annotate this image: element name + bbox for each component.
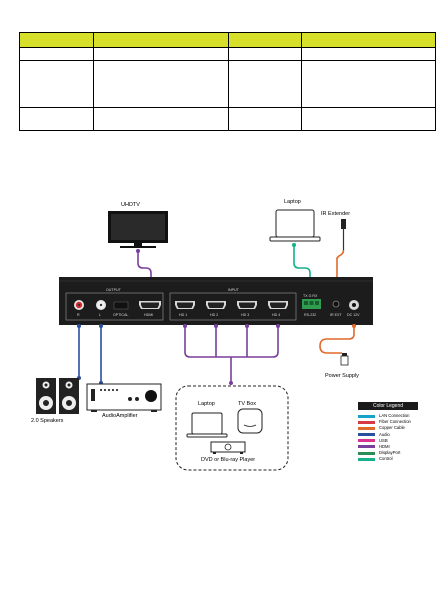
- port-l-label: L: [99, 313, 101, 317]
- legend-label: LAN Connection: [379, 413, 410, 418]
- legend-item: HDMI: [358, 444, 418, 450]
- spec-table: [19, 32, 436, 131]
- tv-box-label: TV Box: [238, 401, 257, 407]
- table-row: [19, 47, 436, 61]
- amplifier-label: AudioAmplifier: [102, 413, 138, 419]
- legend-item: LAN Connection: [358, 413, 418, 419]
- legend-item: Audio: [358, 432, 418, 438]
- legend-swatch: [358, 433, 375, 437]
- dc-label: DC 12V: [347, 313, 360, 317]
- legend-swatch: [358, 445, 375, 449]
- hdmi-input-cables: [184, 324, 279, 385]
- port-r-label: R: [77, 313, 80, 317]
- uhdtv-icon: [108, 211, 168, 248]
- ir-ext-label: IR EXT: [330, 313, 342, 317]
- legend-swatch: [358, 439, 375, 443]
- table-cell: [301, 107, 436, 131]
- dvd-label: DVD or Blu-ray Player: [201, 457, 256, 463]
- sources-group: [175, 385, 289, 471]
- ir-extender-label: IR Extender: [321, 211, 351, 217]
- legend-label: DisplayPort: [379, 450, 401, 456]
- table-cell: [301, 60, 436, 108]
- port-hdmi-out-label: HDMI: [144, 313, 154, 317]
- dvd-player-icon: [210, 441, 246, 454]
- legend-item: DisplayPort: [358, 450, 418, 456]
- legend-label: Control: [379, 456, 393, 462]
- tv-box-icon: [237, 408, 263, 434]
- power-supply-label: Power Supply: [325, 373, 359, 379]
- legend-label: Fiber Connection: [379, 419, 411, 425]
- laptop-label: Laptop: [284, 199, 301, 205]
- legend-swatch: [358, 451, 375, 455]
- table-cell: [19, 60, 94, 108]
- table-row: [19, 60, 436, 108]
- uhdtv-label: UHDTV: [121, 202, 140, 208]
- legend-item: Control: [358, 456, 418, 462]
- input-group-label: INPUT: [228, 288, 239, 292]
- source-laptop-label: Laptop: [198, 401, 215, 407]
- ir-cable: [336, 249, 345, 290]
- port-optical-label: OPTICAL: [113, 313, 129, 317]
- legend-item: Copper Cable: [358, 425, 418, 431]
- rs232-label: RS-232: [304, 313, 317, 317]
- switcher-device: [59, 277, 373, 325]
- laptop-icon: [269, 209, 321, 242]
- port-hd2-label: HD 2: [210, 313, 219, 317]
- legend-item: USB: [358, 438, 418, 444]
- control-cable: [293, 243, 311, 289]
- legend-label: Audio: [379, 431, 390, 437]
- legend-swatch: [358, 426, 375, 430]
- port-hd3-label: HD 3: [241, 313, 250, 317]
- ir-extender-icon: [341, 219, 346, 250]
- amplifier-icon: [86, 383, 162, 412]
- legend-label: USB: [379, 437, 388, 443]
- table-cell: [19, 107, 94, 131]
- legend-title: Color Legend: [358, 402, 418, 410]
- legend-swatch: [358, 457, 375, 461]
- legend-swatch: [358, 414, 375, 418]
- legend-label: Copper Cable: [379, 425, 405, 431]
- source-laptop-icon: [186, 412, 228, 438]
- legend-swatch: [358, 420, 375, 424]
- table-cell: [19, 32, 94, 48]
- table-cell: [228, 32, 302, 48]
- power-plug-icon: [340, 353, 349, 366]
- rs232-pins-label: TX G RX: [303, 294, 318, 298]
- port-hd1-label: HD 1: [179, 313, 188, 317]
- table-cell: [228, 107, 302, 131]
- output-group-label: OUTPUT: [106, 288, 121, 292]
- legend-item: Fiber Connection: [358, 419, 418, 425]
- table-cell: [93, 107, 229, 131]
- table-row: [19, 107, 436, 131]
- hdmi-out-cable: [137, 249, 152, 290]
- table-cell: [93, 60, 229, 108]
- speakers-icon: [36, 378, 79, 414]
- power-cable: [319, 324, 355, 354]
- port-hd4-label: HD 4: [272, 313, 281, 317]
- table-cell: [93, 32, 229, 48]
- table-header-row: [19, 32, 436, 48]
- legend-label: HDMI: [379, 443, 390, 449]
- speakers-label: 2.0 Speakers: [31, 418, 64, 424]
